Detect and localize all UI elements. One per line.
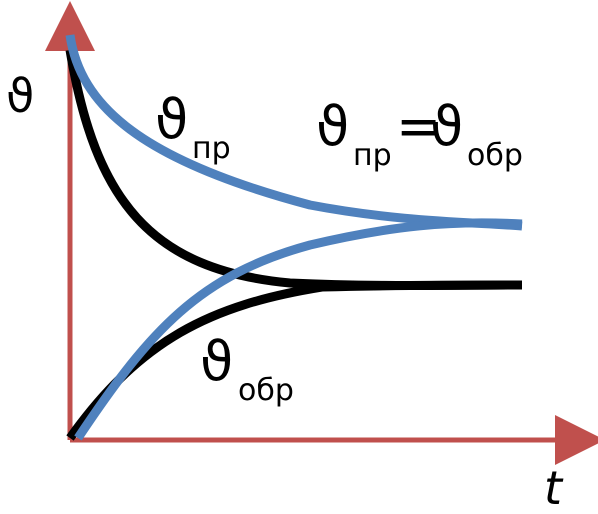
blue-reverse-curve [74, 218, 523, 441]
curves-group [65, 34, 523, 441]
reverse-rate-symbol: ϑ [200, 330, 233, 393]
reverse-rate-subscript: обр [238, 373, 294, 408]
forward-rate-subscript: пр [192, 131, 231, 166]
forward-rate-symbol: ϑ [155, 88, 188, 151]
equality-right-symbol: ϑ [430, 95, 463, 158]
y-axis-label: ϑ [6, 69, 34, 123]
equality-left-symbol: ϑ [316, 95, 349, 158]
equality-right-subscript: обр [467, 138, 523, 173]
equality-sign: = [396, 95, 441, 158]
equality-left-subscript: пр [353, 138, 392, 173]
x-axis-label: t [544, 461, 564, 514]
